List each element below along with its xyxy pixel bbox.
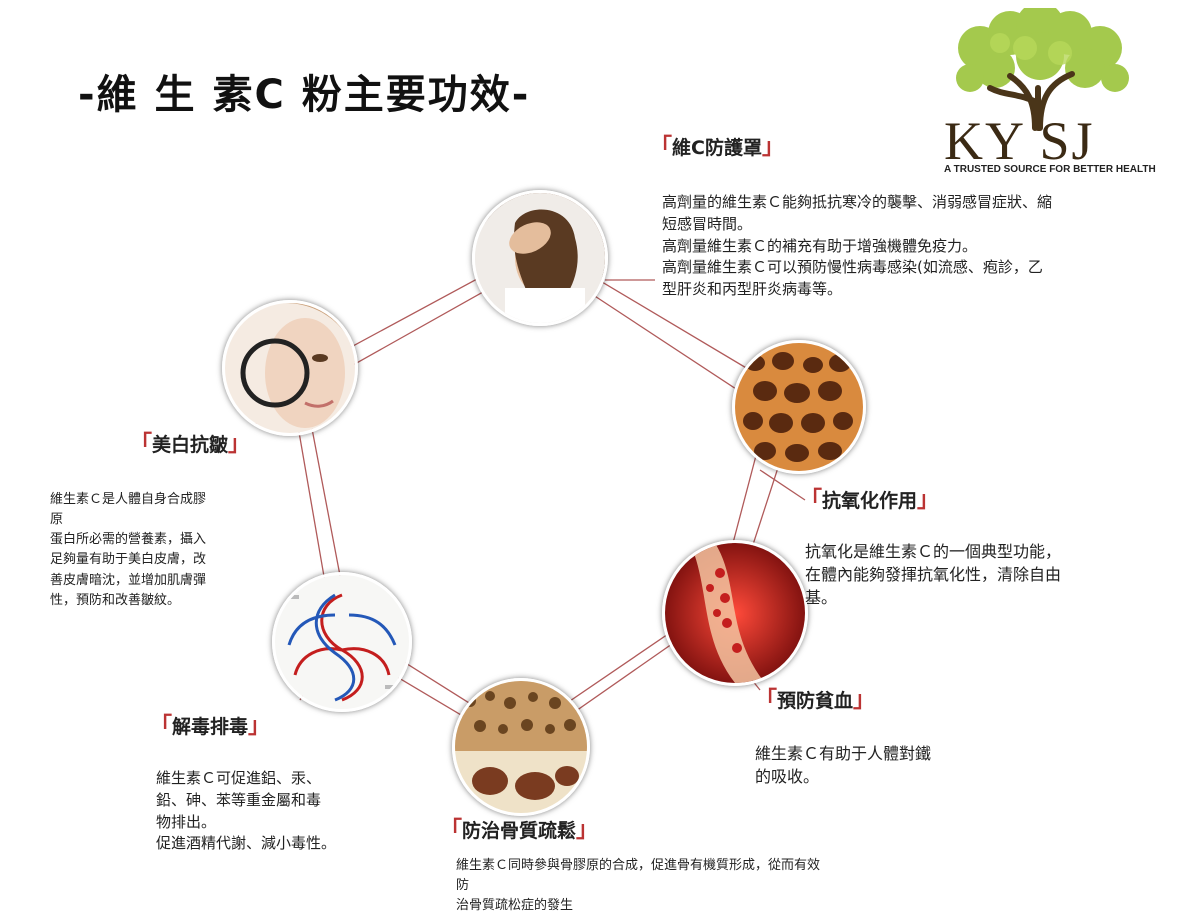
bone-cross-section-photo [452,678,590,816]
logo-tagline: A TRUSTED SOURCE FOR BETTER HEALTH [944,164,1156,175]
whitening-title: 「美白抗皺」 [130,432,251,457]
detox-title: 「解毒排毒」 [150,714,271,739]
logo-letters: KY SJ [944,111,1095,171]
antioxidant-description: 抗氧化是維生素Ｃ的一個典型功能， 在體內能夠發揮抗氧化性，清除自由 基。 [805,542,1062,608]
face-skin-photo [222,300,358,436]
anemia-description: 維生素Ｃ有助于人體對鐵 的吸收。 [755,744,932,787]
whitening-description: 維生素Ｃ是人體自身合成膠 原 蛋白所必需的營養素，攝入 足夠量有助于美白皮膚，改… [50,492,207,608]
bone-description: 維生素Ｃ同時參與骨膠原的合成，促進骨有機質形成，從而有效 防 治骨質疏松症的發生 [456,858,821,914]
blood-vessel-photo [662,540,808,686]
bone-texture-photo [732,340,866,474]
circulatory-diagram [272,572,412,712]
headache-photo [472,190,608,326]
page-title: -維 生 素C 粉主要功效- [78,72,531,118]
immunity-description: 高劑量的維生素Ｃ能夠抵抗寒冷的襲擊、消弱感冒症狀、縮 短感冒時間。 高劑量維生素… [662,193,1053,298]
bone-title: 「防治骨質疏鬆」 [440,818,599,843]
detox-description: 維生素Ｃ可促進鋁、汞、 鉛、砷、苯等重金屬和毒 物排出。 促進酒精代謝、減小毒性… [156,769,337,853]
antioxidant-title: 「抗氧化作用」 [800,488,940,513]
tree-logo-icon [956,8,1129,131]
immunity-title: 「維C防護罩」 [650,135,784,160]
anemia-title: 「預防貧血」 [755,688,876,713]
